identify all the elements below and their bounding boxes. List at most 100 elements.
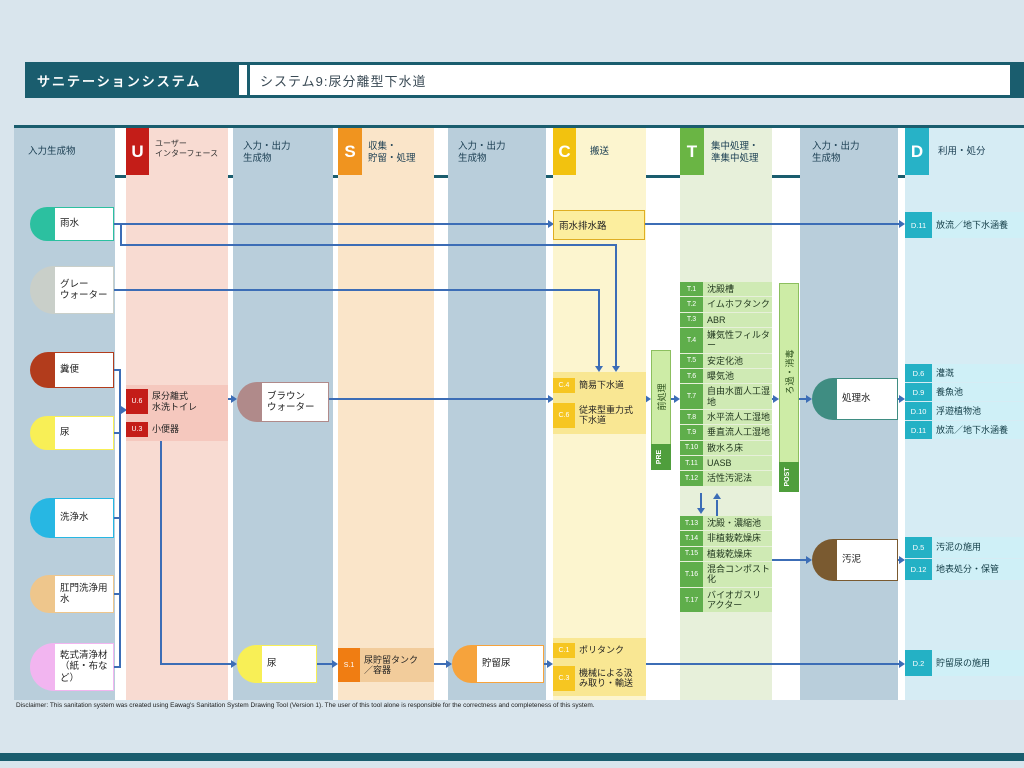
unit-label: 小便器: [152, 424, 180, 435]
flow-arrowhead: [806, 395, 812, 403]
unit-label: 放流／地下水涵養: [932, 421, 1024, 439]
product-label: 糞便: [54, 352, 114, 388]
unit-code: T.16: [680, 562, 703, 587]
app-title: サニテーションシステム: [25, 65, 239, 95]
flow-arrowhead: [899, 660, 905, 668]
unit-code: T.3: [680, 312, 703, 328]
unit-label: 散水ろ床: [703, 440, 772, 456]
unit-label: 尿分離式 水洗トイレ: [152, 391, 198, 412]
flow-arrowhead: [548, 220, 554, 228]
unit-label: 貯留尿の施用: [932, 650, 1024, 676]
unit-code: T.12: [680, 471, 703, 486]
unit-label: 植栽乾燥床: [703, 546, 772, 562]
flow-line: [615, 244, 617, 366]
flow-line: [598, 289, 600, 366]
unit-label: 沈殿・濃縮池: [703, 516, 772, 531]
flow-line: [228, 398, 232, 400]
product-label: 肛門洗浄用水: [54, 575, 114, 613]
flow-line: [671, 398, 675, 400]
unit-code: T.13: [680, 516, 703, 531]
col-header-io3: 入力・出力 生成物: [458, 141, 506, 165]
pre-treatment-tag-box: [651, 444, 671, 470]
unit-code: D.10: [905, 402, 932, 420]
flow-line: [772, 559, 807, 561]
unit-label: 水平流人工湿地: [703, 410, 772, 425]
flow-arrowhead: [595, 366, 603, 372]
unit-code: T.7: [680, 384, 703, 410]
product-cap: [30, 207, 54, 241]
flow-arrowhead: [773, 395, 779, 403]
unit-label: ポリタンク: [579, 645, 625, 656]
input-product-greywater: グレー ウォーター: [30, 266, 114, 314]
flow-arrowhead: [121, 406, 127, 414]
unit-label: 嫌気性フィルター: [703, 328, 772, 353]
unit-label: 曝気池: [703, 369, 772, 384]
product-cap: [30, 498, 54, 538]
col-header-storage: 収集・ 貯留・処理: [368, 141, 416, 165]
letter-U: U: [126, 128, 149, 175]
unit-label: 自由水面人工湿地: [703, 384, 772, 410]
flow-line: [114, 666, 121, 668]
input-product-faeces: 糞便: [30, 352, 114, 388]
unit-code: C.4: [553, 378, 575, 393]
letter-T: T: [680, 128, 704, 175]
col-header-user-interface: ユーザー インターフェース: [155, 139, 219, 159]
product-cap: [30, 575, 54, 613]
flow-arrowhead: [612, 366, 620, 372]
title-end-cap: [1010, 65, 1024, 95]
product-label: 乾式清浄材 （紙・布など）: [54, 643, 114, 691]
flow-line: [544, 663, 548, 665]
unit-code: D.5: [905, 537, 932, 558]
flow-line: [434, 663, 447, 665]
unit-label: 非植栽乾燥床: [703, 531, 772, 546]
product-label: ブラウン ウォーター: [261, 382, 329, 422]
header-rule-top: [14, 125, 1024, 128]
product-cap: [30, 643, 54, 691]
unit-code: T.1: [680, 282, 703, 297]
unit-label: UASB: [703, 456, 772, 471]
col-header-use-disposal: 利用・処分: [938, 146, 986, 157]
product-sludge: 汚泥: [812, 539, 898, 581]
flow-line: [317, 663, 333, 665]
unit-code: T.11: [680, 456, 703, 471]
flow-line: [716, 500, 718, 516]
flow-line: [114, 593, 121, 595]
flow-line: [119, 369, 121, 668]
band-storage: [338, 128, 434, 700]
flow-arrowhead: [547, 660, 553, 668]
unit-label: 活性汚泥法: [703, 471, 772, 486]
unit-label: 安定化池: [703, 353, 772, 369]
unit-label: 混合コンポスト化: [703, 562, 772, 587]
flow-line: [799, 398, 807, 400]
flow-arrowhead: [697, 508, 705, 514]
flow-line: [120, 224, 122, 245]
post-treatment-tag: POST: [784, 467, 791, 487]
flow-arrowhead: [332, 660, 338, 668]
input-product-rainwater: 雨水: [30, 207, 114, 241]
unit-code: U.6: [126, 389, 148, 415]
product-label: 洗浄水: [54, 498, 114, 538]
product-cap: [812, 539, 836, 581]
flow-arrowhead: [899, 220, 905, 228]
col-header-inputs: 入力生成物: [28, 146, 76, 157]
flow-arrowhead: [446, 660, 452, 668]
unit-code: T.9: [680, 425, 703, 440]
